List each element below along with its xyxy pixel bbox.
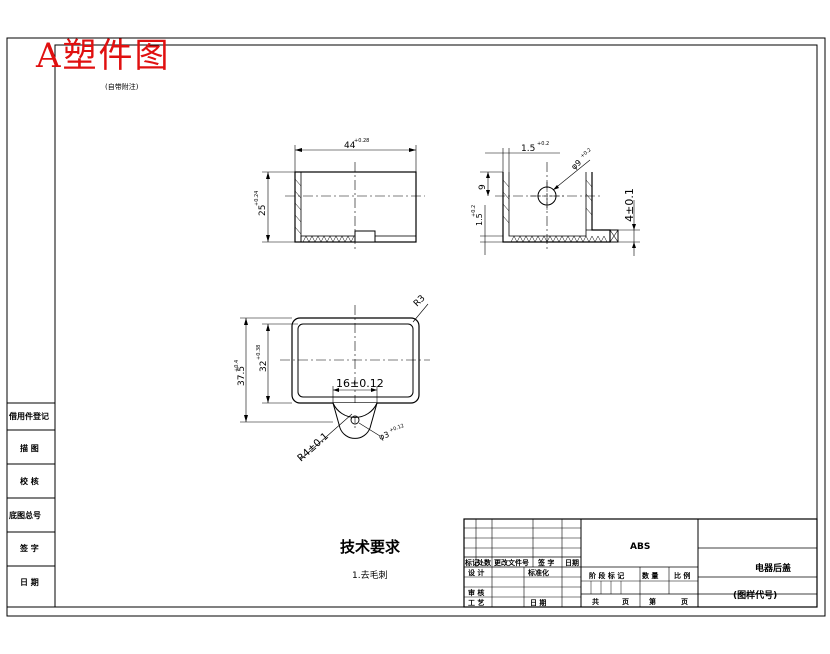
notes-heading: 技术要求 [340, 538, 401, 556]
stage-label-2: 数 量 [642, 571, 658, 580]
dim-side-15: 1.5 [475, 213, 484, 226]
row-design: 设 计 [468, 568, 484, 577]
row-std: 标准化 [527, 568, 549, 577]
outer-frame [6, 37, 826, 617]
sidebar-row-4: 底图总号 [8, 510, 41, 520]
dim-side-hole-tol: +0.2 [579, 147, 592, 159]
sheet-label-4: 页 [681, 598, 688, 606]
dim-top-inner-h: 32 [259, 361, 269, 372]
drawing-code: (图样代号) [733, 589, 777, 601]
dim-side-top: 1.5 [521, 144, 535, 154]
notes-item-1: 1.去毛刺 [352, 569, 388, 581]
sidebar-row-1: 借用件登记 [8, 411, 49, 421]
row-date: 日 期 [530, 598, 546, 607]
row-process: 工 艺 [468, 598, 484, 607]
dim-top-outer-h-tol: +0.4 [234, 360, 240, 372]
rev-header-2: 处数 [476, 558, 492, 567]
stage-label-1: 阶 段 标 记 [589, 571, 624, 580]
sheet-label-3: 第 [649, 597, 656, 606]
side-view: 1.5 +0.2 φ9 +0.2 9 1.5 +0.2 4±0.1 [471, 141, 640, 256]
sidebar-row-3: 校 核 [20, 476, 39, 486]
dim-top-r3: R3 [412, 294, 428, 310]
dim-top-r4: R4±0.1 [296, 431, 331, 464]
rev-header-1: 标记 [464, 558, 479, 567]
sidebar-row-5: 签 字 [19, 543, 39, 553]
dim-side-top-tol: +0.2 [537, 141, 549, 147]
dim-front-width-tol: +0.28 [354, 138, 369, 144]
sidebar-table [6, 402, 56, 608]
dim-top-phi3-tol: +0.12 [389, 423, 405, 434]
sidebar-row-2: 描 图 [20, 443, 39, 453]
rev-header-5: 日期 [565, 558, 579, 567]
rev-header-4: 签 字 [537, 558, 554, 567]
material: ABS [630, 542, 650, 552]
title-block [463, 518, 818, 608]
dim-top-outer-h: 37.5 [237, 366, 247, 386]
dim-side-9: 9 [478, 184, 488, 190]
rev-header-3: 更改文件号 [494, 558, 529, 567]
inner-frame [54, 44, 818, 608]
dim-top-phi3: φ3 [378, 430, 391, 442]
dim-side-hole: φ9 [570, 158, 584, 172]
dim-side-15-tol: +0.2 [471, 205, 477, 217]
sidebar-row-6: 日 期 [20, 577, 39, 587]
drawing-subtitle: (自带附注) [105, 82, 139, 91]
row-review: 审 核 [468, 588, 484, 597]
dim-top-16: 16±0.12 [336, 377, 384, 390]
dim-front-width: 44 [344, 141, 356, 151]
top-view: R3 37.5 +0.4 32 +0.38 16±0.12 R4±0.1 φ3 … [234, 294, 430, 464]
stage-label-3: 比 例 [674, 571, 690, 580]
dim-front-height-tol: +0.24 [254, 191, 260, 206]
part-name: 电器后盖 [755, 562, 791, 574]
drawing-title: A塑件图 [36, 36, 171, 76]
front-view: 44 +0.28 25 +0.24 [254, 138, 425, 250]
dim-front-height: 25 [258, 205, 268, 216]
sheet-label-2: 页 [622, 598, 629, 606]
dim-side-4: 4±0.1 [623, 188, 636, 222]
sheet-label-1: 共 [592, 597, 599, 606]
dim-top-inner-h-tol: +0.38 [256, 345, 262, 360]
